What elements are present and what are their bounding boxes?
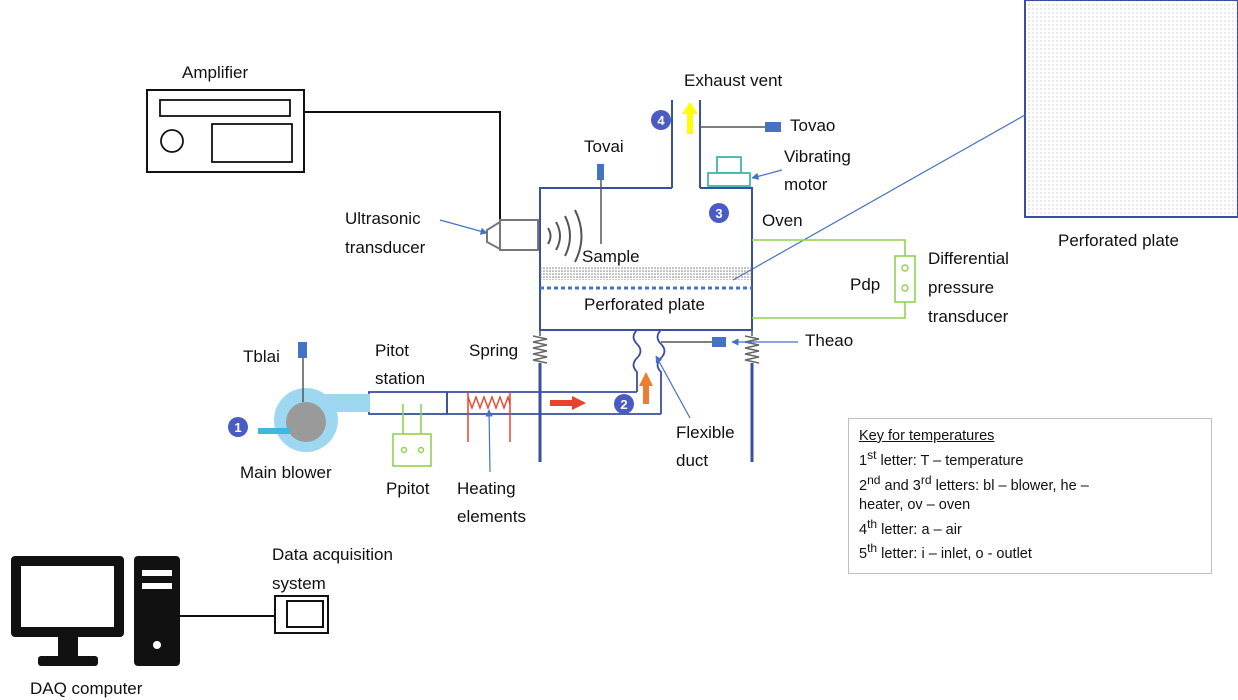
tblai-sensor: Tblai bbox=[243, 342, 307, 402]
spring-left: Spring bbox=[469, 330, 548, 462]
differential-label-1: Differential bbox=[928, 249, 1009, 268]
station-3-number: 3 bbox=[715, 206, 722, 221]
vibrating-motor-label-1: Vibrating bbox=[784, 147, 851, 166]
perforated-plate-inset: Perforated plate bbox=[1024, 0, 1238, 250]
exhaust-vent-label: Exhaust vent bbox=[684, 71, 783, 90]
heating-label-1: Heating bbox=[457, 479, 516, 498]
daq-computer: DAQ computer bbox=[11, 556, 180, 698]
tovao-sensor: Tovao bbox=[700, 116, 835, 135]
exhaust-vent: Exhaust vent bbox=[682, 71, 783, 134]
tovao-label: Tovao bbox=[790, 116, 835, 135]
vibrating-motor-label-2: motor bbox=[784, 175, 828, 194]
theao-label: Theao bbox=[805, 331, 853, 350]
temperature-key: Key for temperatures 1st letter: T – tem… bbox=[848, 418, 1212, 574]
key-line-1: 1st letter: T – temperature bbox=[859, 448, 1024, 469]
station-4-number: 4 bbox=[657, 113, 665, 128]
theao-sensor: Theao bbox=[661, 331, 853, 350]
main-duct bbox=[368, 391, 661, 415]
key-title: Key for temperatures bbox=[859, 428, 995, 444]
ultrasonic-transducer bbox=[486, 209, 583, 263]
key-line-5: 5th letter: i – inlet, o - outlet bbox=[859, 541, 1032, 563]
perforated-plate-inset-label: Perforated plate bbox=[1058, 231, 1179, 250]
flexible-duct: Flexible duct bbox=[632, 329, 735, 470]
heating-elements: Heating elements bbox=[457, 392, 526, 526]
station-2: 2 bbox=[614, 394, 634, 414]
inset-leader-line bbox=[732, 114, 1026, 281]
main-blower: Main blower bbox=[240, 388, 370, 482]
ppitot-gauge: Ppitot bbox=[386, 404, 432, 498]
sample-label: Sample bbox=[582, 247, 640, 266]
key-line-2: 2nd and 3rd letters: bl – blower, he – bbox=[859, 472, 1089, 494]
daq-computer-label: DAQ computer bbox=[30, 679, 143, 698]
amplifier-cable bbox=[304, 111, 501, 220]
differential-pressure-transducer: Pdp Differential pressure transducer bbox=[752, 239, 1009, 326]
perforated-plate-label: Perforated plate bbox=[584, 295, 705, 314]
flow-arrow-vertical bbox=[639, 372, 653, 404]
differential-label-3: transducer bbox=[928, 307, 1009, 326]
heating-label-2: elements bbox=[457, 507, 526, 526]
daq-label-2: system bbox=[272, 574, 326, 593]
ultrasonic-label-1: Ultrasonic bbox=[345, 209, 421, 228]
tovai-sensor: Tovai bbox=[584, 137, 624, 244]
flow-arrow-horizontal bbox=[550, 396, 586, 410]
vibrating-motor: Vibrating motor bbox=[707, 147, 851, 194]
key-line-4: 4th letter: a – air bbox=[859, 516, 962, 538]
tovai-label: Tovai bbox=[584, 137, 624, 156]
amplifier-label: Amplifier bbox=[182, 63, 248, 82]
pitot-label-2: station bbox=[375, 369, 425, 388]
ppitot-label: Ppitot bbox=[386, 479, 430, 498]
pdp-label: Pdp bbox=[850, 275, 880, 294]
ultrasonic-label-2: transducer bbox=[345, 238, 426, 257]
key-line-3: heater, ov – oven bbox=[859, 496, 971, 513]
pitot-label-1: Pitot bbox=[375, 341, 409, 360]
station-2-number: 2 bbox=[620, 397, 627, 412]
spring-right bbox=[744, 330, 760, 462]
daq-label-1: Data acquisition bbox=[272, 545, 393, 564]
spring-label: Spring bbox=[469, 341, 518, 360]
station-1: 1 bbox=[228, 417, 248, 437]
differential-label-2: pressure bbox=[928, 278, 994, 297]
amplifier: Amplifier bbox=[146, 63, 305, 173]
data-acquisition-system: Data acquisition system bbox=[272, 545, 393, 634]
station-4: 4 bbox=[651, 110, 671, 130]
station-3: 3 bbox=[709, 203, 729, 223]
station-1-number: 1 bbox=[234, 420, 241, 435]
oven-label: Oven bbox=[762, 211, 803, 230]
main-blower-label: Main blower bbox=[240, 463, 332, 482]
tblai-label: Tblai bbox=[243, 347, 280, 366]
flexible-duct-label-1: Flexible bbox=[676, 423, 735, 442]
flexible-duct-label-2: duct bbox=[676, 451, 708, 470]
oven: Sample Perforated plate Oven bbox=[539, 100, 803, 331]
